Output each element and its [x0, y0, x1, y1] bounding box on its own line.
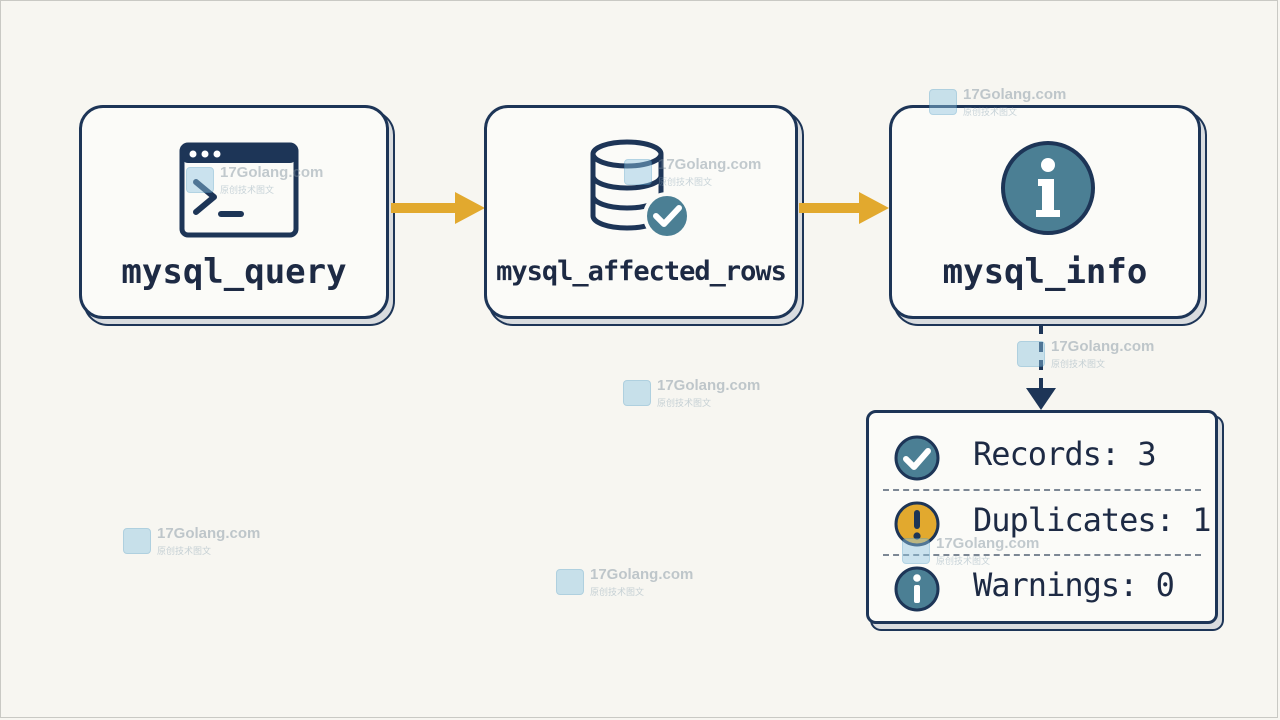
watermark: 17Golang.com 原创技术图文 — [929, 86, 1079, 120]
watermark: 17Golang.com 原创技术图文 — [902, 535, 1052, 569]
info-circle-icon — [894, 566, 940, 612]
watermark: 17Golang.com 原创技术图文 — [1017, 338, 1167, 372]
watermark-subtext: 原创技术图文 — [936, 556, 991, 566]
database-check-icon — [590, 139, 691, 238]
result-row-warnings: Warnings: 0 — [869, 555, 1215, 621]
node-label: mysql_affected_rows — [496, 256, 787, 287]
node-mysql-affected-rows: mysql_affected_rows — [484, 105, 798, 319]
watermark-text: 17Golang.com — [590, 566, 694, 583]
flow-arrow — [391, 192, 485, 224]
node-label: mysql_query — [121, 252, 347, 292]
watermark-text: 17Golang.com — [1051, 338, 1155, 355]
watermark-subtext: 原创技术图文 — [157, 546, 212, 556]
info-icon — [1001, 141, 1095, 235]
watermark: 17Golang.com 原创技术图文 — [123, 525, 273, 559]
result-row-duplicates: Duplicates: 1 — [869, 490, 1215, 556]
watermark-logo-icon — [1017, 341, 1045, 367]
result-label: Records: 3 — [973, 435, 1157, 473]
watermark-subtext: 原创技术图文 — [657, 398, 712, 408]
mysql-info-result-panel: Records: 3 Duplicates: 1 Warnings: 0 — [866, 410, 1218, 624]
watermark-subtext: 原创技术图文 — [1051, 359, 1106, 369]
result-label: Warnings: 0 — [973, 566, 1175, 604]
flow-arrow — [799, 192, 889, 224]
watermark-logo-icon — [929, 89, 957, 115]
watermark-text: 17Golang.com — [963, 86, 1067, 103]
row-divider — [883, 489, 1201, 491]
result-label: Duplicates: 1 — [973, 501, 1211, 539]
terminal-icon — [179, 142, 299, 238]
watermark: 17Golang.com 原创技术图文 — [186, 164, 336, 198]
watermark: 17Golang.com 原创技术图文 — [556, 566, 706, 600]
watermark-logo-icon — [902, 538, 930, 564]
node-mysql-info: mysql_info — [889, 105, 1201, 319]
check-circle-icon — [894, 435, 940, 481]
watermark-logo-icon — [624, 159, 652, 185]
watermark-subtext: 原创技术图文 — [658, 177, 713, 187]
watermark: 17Golang.com 原创技术图文 — [624, 156, 774, 190]
watermark-text: 17Golang.com — [220, 164, 324, 181]
result-row-records: Records: 3 — [869, 424, 1215, 490]
watermark-text: 17Golang.com — [658, 156, 762, 173]
warning-circle-icon — [894, 501, 940, 547]
watermark-text: 17Golang.com — [936, 535, 1040, 552]
watermark-logo-icon — [623, 380, 651, 406]
watermark-subtext: 原创技术图文 — [590, 587, 645, 597]
watermark-logo-icon — [186, 167, 214, 193]
row-divider — [883, 554, 1201, 556]
watermark: 17Golang.com 原创技术图文 — [623, 377, 773, 411]
watermark-text: 17Golang.com — [657, 377, 761, 394]
watermark-logo-icon — [556, 569, 584, 595]
watermark-logo-icon — [123, 528, 151, 554]
node-mysql-query: mysql_query — [79, 105, 389, 319]
dashed-connector-arrow — [1026, 324, 1056, 410]
watermark-text: 17Golang.com — [157, 525, 261, 542]
node-label: mysql_info — [942, 252, 1148, 292]
watermark-subtext: 原创技术图文 — [963, 107, 1018, 117]
watermark-subtext: 原创技术图文 — [220, 185, 275, 195]
